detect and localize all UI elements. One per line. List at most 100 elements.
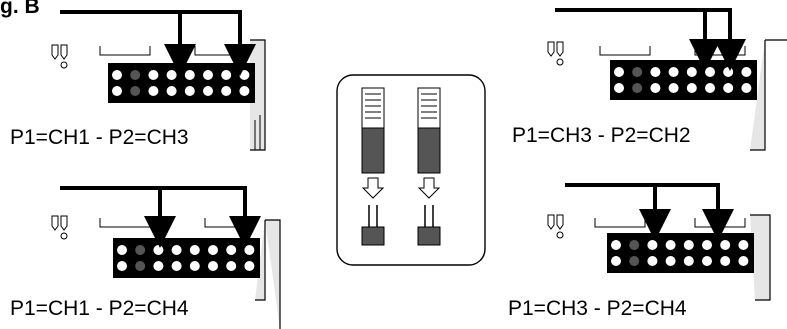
pin-hole <box>184 86 195 96</box>
pin-hole <box>203 70 213 80</box>
pin-hole <box>135 245 146 255</box>
bracket-left <box>99 218 151 228</box>
pin-hole <box>647 240 658 250</box>
pin-hole <box>683 256 694 266</box>
jumper-cap-left <box>361 87 385 174</box>
pin-hole <box>189 261 200 271</box>
pin-hole <box>112 86 122 96</box>
pins <box>611 240 749 266</box>
pin-hole <box>614 83 624 93</box>
inset-frame <box>336 74 486 266</box>
pin-hole <box>135 261 146 271</box>
pcb-notch <box>254 115 261 150</box>
screw-icon <box>51 215 68 240</box>
figure-title: g. B <box>0 0 40 18</box>
pin-hole <box>650 67 661 77</box>
pin-hole <box>738 240 749 250</box>
pin-hole <box>650 83 661 93</box>
pin-hole <box>244 245 255 255</box>
arrow-p2 <box>160 186 261 248</box>
pin-hole <box>629 240 640 250</box>
pin-hole <box>614 67 624 77</box>
pcb-edge <box>750 214 771 301</box>
arrow-p1 <box>60 10 196 76</box>
pin-hole <box>239 86 250 96</box>
pin-hole <box>117 245 127 255</box>
header-block <box>108 63 255 103</box>
pin-hole <box>117 261 127 271</box>
arrow-p2 <box>705 8 746 71</box>
pin-hole <box>723 83 734 93</box>
pin-hole <box>244 261 255 271</box>
pin-hole <box>153 245 164 255</box>
pin-hole <box>705 83 715 93</box>
screw-icon <box>547 214 564 239</box>
pcb-edge <box>255 219 281 329</box>
pin-hole <box>171 245 182 255</box>
pin-hole <box>686 83 697 93</box>
pin-hole <box>665 240 676 250</box>
pin-hole <box>611 240 621 250</box>
pin-hole <box>221 86 232 96</box>
pin-hole <box>184 70 195 80</box>
panel-bottom-left <box>51 186 281 329</box>
pin-hole <box>166 86 177 96</box>
pin-hole <box>148 86 159 96</box>
header-block <box>610 60 757 100</box>
pin-hole <box>203 86 213 96</box>
bracket-right <box>194 46 246 56</box>
pin-hole <box>741 83 752 93</box>
pin-hole <box>166 70 177 80</box>
pin-hole <box>683 240 694 250</box>
bracket-left <box>599 46 651 56</box>
arrow-p1 <box>565 183 671 241</box>
config-label-tl: P1=CH1 - P2=CH3 <box>10 126 191 150</box>
pin-hole <box>632 67 643 77</box>
jumper-cap-right <box>417 87 441 174</box>
pin-hole <box>208 261 218 271</box>
pin-hole <box>741 67 752 77</box>
arrow-p2 <box>180 10 256 76</box>
pin-hole <box>632 83 643 93</box>
config-label-bl: P1=CH1 - P2=CH4 <box>10 297 191 321</box>
pin-hole <box>668 83 679 93</box>
panel-top-right <box>547 8 787 151</box>
pcb-edge <box>750 39 787 151</box>
pin-hole <box>226 245 237 255</box>
pin-hole <box>130 70 141 80</box>
header-block <box>113 238 260 278</box>
arrow-p1 <box>555 8 721 71</box>
pin-hole <box>705 67 715 77</box>
pin-hole <box>702 240 712 250</box>
config-label-br: P1=CH3 - P2=CH4 <box>508 297 689 321</box>
pin-hole <box>226 261 237 271</box>
pin-hole <box>720 240 731 250</box>
bracket-left <box>99 46 151 56</box>
pin-hole <box>723 67 734 77</box>
pin-hole <box>153 261 164 271</box>
pin-hole <box>665 256 676 266</box>
pin-hole <box>720 256 731 266</box>
bracket-right <box>694 46 746 56</box>
screw-icon <box>547 41 564 66</box>
header-block <box>607 233 754 273</box>
panel-bottom-right <box>547 183 771 301</box>
jumper-inset <box>336 74 486 266</box>
pin-hole <box>189 245 200 255</box>
bracket-right <box>204 218 256 228</box>
pin-hole <box>208 245 218 255</box>
panel-top-left <box>51 10 266 151</box>
down-arrow-icon <box>417 177 441 199</box>
config-label-tr: P1=CH3 - P2=CH2 <box>512 124 693 148</box>
screw-icon <box>51 44 68 69</box>
pin-hole <box>112 70 122 80</box>
down-arrow-icon <box>361 177 385 199</box>
pin-hole <box>148 70 159 80</box>
pin-hole <box>686 67 697 77</box>
pin-hole <box>702 256 712 266</box>
arrow-p2 <box>655 183 734 241</box>
pin-hole <box>611 256 621 266</box>
pin-hole <box>239 70 250 80</box>
pin-hole <box>629 256 640 266</box>
